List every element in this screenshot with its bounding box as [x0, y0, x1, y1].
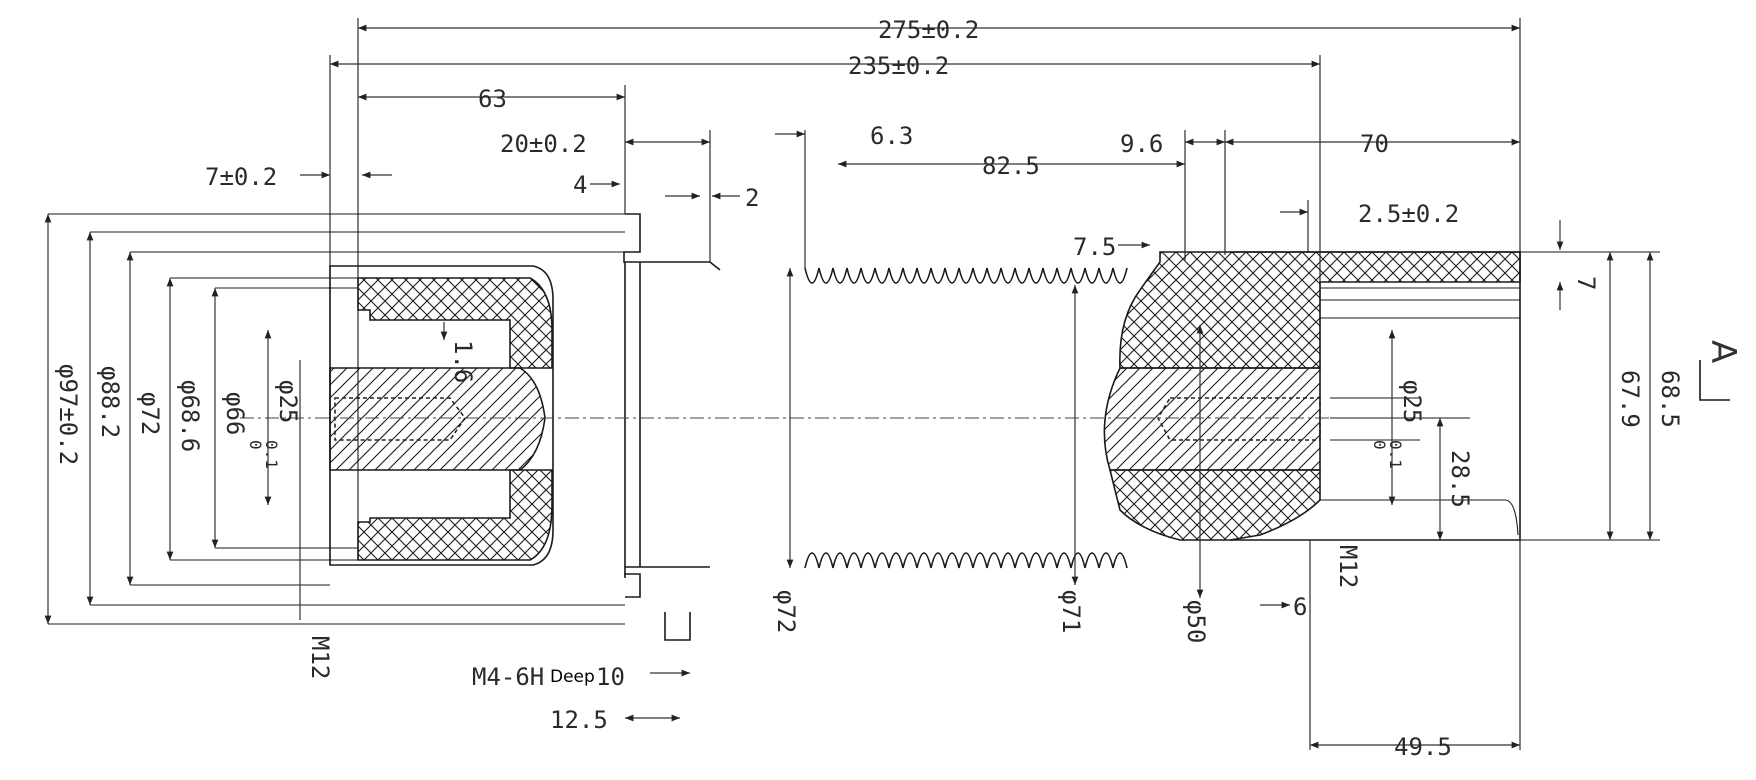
threaded-holes — [334, 397, 1321, 641]
label-lip-2: 2 — [745, 184, 759, 212]
left-outer-ring — [329, 265, 554, 566]
left-thread — [334, 397, 466, 441]
label-dim-49-5: 49.5 — [1394, 733, 1452, 761]
left-flange-outline — [623, 213, 721, 598]
label-deep-note: Deep — [550, 667, 595, 687]
label-dim-6: 6 — [1293, 593, 1307, 621]
left-rubber-bottom — [357, 469, 553, 561]
right-insert — [1103, 367, 1321, 471]
left-insert — [329, 367, 546, 471]
label-tapped-hole: M4-6H — [472, 663, 544, 691]
labels: 275±0.2 235±0.2 63 20±0.2 7±0.2 4 2 6.3 … — [54, 16, 1743, 761]
label-bellows-start: 6.3 — [870, 122, 913, 150]
dimension-lines — [44, 18, 1730, 750]
label-dia-50: φ50 — [1182, 600, 1210, 643]
label-left-step: 7±0.2 — [205, 163, 277, 191]
label-right-gap: 9.6 — [1120, 130, 1163, 158]
label-dia-25-right: φ25 — [1398, 380, 1426, 423]
label-dia-72-left: φ72 — [136, 392, 164, 435]
left-rubber-top — [357, 277, 553, 369]
right-rubber-bottom — [1108, 469, 1321, 541]
right-thread — [1157, 397, 1321, 441]
label-dia-68: φ68.6 — [176, 380, 204, 452]
label-bellows-length: 82.5 — [982, 152, 1040, 180]
label-right-lip: 7.5 — [1073, 233, 1116, 261]
label-dim-67-9: 67.9 — [1616, 370, 1644, 428]
label-lip-4: 4 — [573, 171, 587, 199]
label-view-a: A — [1703, 340, 1743, 363]
label-cap-thickness: 7 — [1572, 276, 1600, 290]
label-dia-88: φ88.2 — [96, 366, 124, 438]
label-thread-right: M12 — [1334, 545, 1362, 588]
label-tol-upper-right: 0 — [1370, 440, 1389, 450]
bellows-bottom — [804, 552, 1128, 569]
label-overall-length: 275±0.2 — [878, 16, 979, 44]
label-right-end: 70 — [1360, 130, 1389, 158]
label-dim-68-5: 68.5 — [1656, 370, 1684, 428]
view-a-arrow — [1699, 360, 1730, 401]
metal-inserts — [329, 367, 1321, 471]
label-tol-lower-right: 0.1 — [1386, 440, 1405, 469]
label-hole-offset: 12.5 — [550, 706, 608, 734]
center-tube — [624, 262, 641, 567]
extension-lines — [48, 18, 1660, 750]
label-dia-outer: φ97±0.2 — [54, 364, 82, 465]
label-dia-71: φ71 — [1057, 590, 1085, 633]
label-tol-upper-left: 0 — [246, 440, 265, 450]
label-mount-length: 235±0.2 — [848, 52, 949, 80]
bellows-top — [804, 267, 1128, 284]
label-tol-lower-left: 0.1 — [262, 440, 281, 469]
label-hole-depth: 10 — [596, 663, 625, 691]
label-flange-offset: 20±0.2 — [500, 130, 587, 158]
right-cap-inner — [1260, 287, 1520, 541]
label-dim-28-5: 28.5 — [1446, 450, 1474, 508]
label-dia-66: φ66 — [221, 392, 249, 435]
label-depth-16: 1.6 — [449, 340, 477, 383]
label-dia-72-mid: φ72 — [772, 590, 800, 633]
m4-hole — [664, 612, 691, 641]
label-dia-25-left: φ25 — [274, 380, 302, 423]
label-right-shoulder: 2.5±0.2 — [1358, 200, 1459, 228]
label-left-block: 63 — [478, 85, 507, 113]
label-thread-left: M12 — [306, 636, 334, 679]
